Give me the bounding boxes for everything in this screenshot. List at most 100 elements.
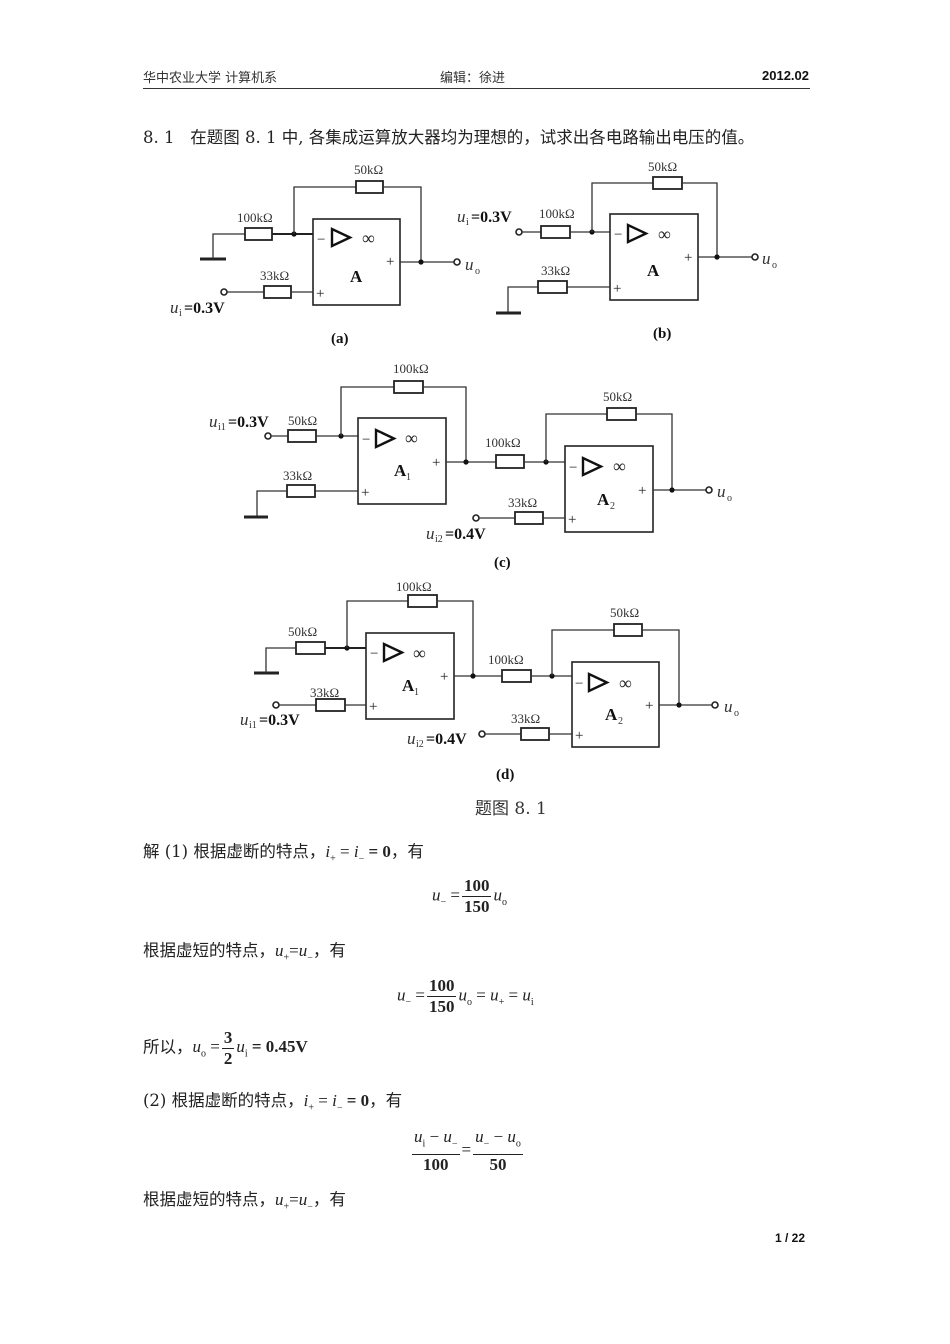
circuit-d: − ∞ A 1 + + u i1 =0.3V − ∞ A 2 + + u o: [240, 579, 739, 783]
numerator: 100: [426, 976, 457, 997]
minus-sign: −: [317, 232, 325, 248]
solution-2-intro: (2) 根据虚断的特点，i+ = i− = 0，有: [143, 1091, 403, 1114]
resistor-a-f: [355, 180, 384, 194]
minus-sign: −: [370, 646, 378, 662]
output-sub: o: [727, 493, 732, 504]
amp-sub: 2: [610, 501, 615, 512]
amp-sub: 1: [406, 472, 411, 483]
caption-b: (b): [653, 326, 671, 342]
output-terminal: [705, 486, 713, 494]
denominator: 50: [489, 1155, 507, 1175]
label-d-r1-p: 33kΩ: [310, 685, 339, 700]
page-number: 1 / 22: [775, 1231, 806, 1245]
text: ，有: [369, 1091, 403, 1110]
input-sub: i: [179, 308, 182, 319]
input-value-d1: =0.3V: [259, 712, 300, 729]
amp-label-d1: A: [402, 676, 415, 695]
numerator: 3: [221, 1028, 235, 1049]
input-terminal: [515, 228, 523, 236]
label-d-r2-p: 33kΩ: [511, 711, 540, 726]
denominator: 150: [428, 997, 455, 1016]
problem-number: 8. 1: [143, 128, 175, 147]
input-value-c2: =0.4V: [445, 526, 486, 543]
label-b-r-in: 100kΩ: [539, 206, 575, 221]
text: 所以，: [143, 1037, 193, 1057]
infinity-symbol: ∞: [613, 456, 626, 476]
opamp-triangle-icon: [382, 642, 405, 663]
output-label: u: [465, 255, 474, 274]
problem-statement: 8. 1 在题图 8. 1 中, 各集成运算放大器均为理想的，试求出各电路输出电…: [143, 124, 754, 148]
resistor-a-p: [263, 285, 292, 299]
plus-sign: +: [432, 455, 440, 471]
amp-label-c2: A: [597, 490, 610, 509]
resistor-c-r1-in: [287, 429, 317, 443]
opamp-triangle-icon: [330, 227, 353, 248]
input-label: u: [240, 710, 249, 729]
infinity-symbol: ∞: [619, 673, 632, 693]
resistor-c-r1-p: [286, 484, 316, 498]
input-value-c1: =0.3V: [228, 414, 269, 431]
input-label: u: [426, 524, 435, 543]
plus-sign: +: [440, 669, 448, 685]
output-label: u: [724, 697, 733, 716]
input-terminal: [472, 514, 480, 522]
output-label: u: [717, 482, 726, 501]
figure-caption: 题图 8. 1: [475, 799, 547, 819]
input-sub: i2: [435, 534, 443, 545]
opamp-triangle-icon: [374, 428, 397, 449]
text: ，有: [312, 941, 346, 960]
output-sub: o: [772, 260, 777, 271]
label-d-r1-f: 100kΩ: [396, 579, 432, 594]
resistor-d-r2-in: [501, 669, 532, 683]
header-rule: [143, 88, 810, 89]
text: 根据虚短的特点，: [143, 941, 275, 960]
value: = 0: [368, 842, 391, 861]
label-c-r2-p: 33kΩ: [508, 495, 537, 510]
output-sub: o: [734, 708, 739, 719]
header-date: 2012.02: [762, 68, 809, 83]
plus-sign: +: [684, 250, 692, 266]
input-terminal: [478, 730, 486, 738]
text: ，有: [312, 1190, 346, 1209]
infinity-symbol: ∞: [658, 224, 671, 244]
input-terminal: [220, 288, 228, 296]
plus-sign: +: [386, 254, 394, 270]
output-terminal: [751, 253, 759, 261]
circuit-a: − ∞ A + + u o u i =0.3V 100kΩ 50kΩ 33kΩ …: [170, 162, 480, 347]
label-c-r2-f: 50kΩ: [603, 389, 632, 404]
value: = 0: [346, 1091, 370, 1110]
label-b-r-f: 50kΩ: [648, 159, 677, 174]
label-a-r-p: 33kΩ: [260, 268, 289, 283]
input-terminal: [264, 432, 272, 440]
plus-sign: +: [645, 698, 653, 714]
opamp-d1: [365, 632, 455, 720]
minus-sign: −: [575, 676, 583, 692]
output-label: u: [762, 249, 771, 268]
label-c-r1-p: 33kΩ: [283, 468, 312, 483]
opamp-c2: [564, 445, 654, 533]
numerator: 100: [461, 876, 492, 897]
caption-c: (c): [494, 555, 511, 571]
opamp-triangle-icon: [587, 672, 610, 693]
resistor-d-r2-f: [613, 623, 643, 637]
text: (2) 根据虚断的特点，: [143, 1091, 304, 1110]
resistor-d-r1-in: [295, 641, 326, 655]
text: 解 (1) 根据虚断的特点，: [143, 842, 326, 861]
circuit-figure: .w { stroke:#333; stroke-width:1.3; fill…: [170, 159, 777, 783]
output-terminal: [711, 701, 719, 709]
label-c-r2-in: 100kΩ: [485, 435, 521, 450]
label-d-r1-in: 50kΩ: [288, 624, 317, 639]
header-institution: 华中农业大学 计算机系: [143, 71, 278, 86]
denominator: 2: [223, 1049, 233, 1068]
label-d-r2-in: 100kΩ: [488, 652, 524, 667]
label-d-r2-f: 50kΩ: [610, 605, 639, 620]
input-label: u: [407, 729, 416, 748]
output-terminal: [453, 258, 461, 266]
label-a-r-f: 50kΩ: [354, 162, 383, 177]
result-value: = 0.45V: [251, 1037, 308, 1057]
plus-sign: +: [613, 281, 621, 297]
